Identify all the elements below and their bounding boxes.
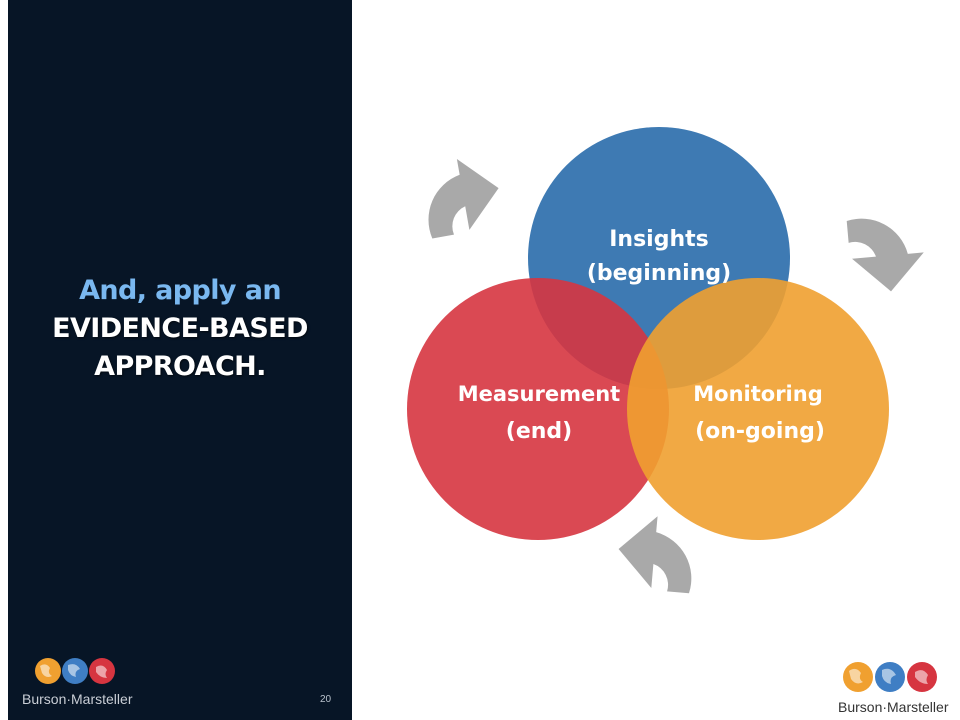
globes-icon <box>843 662 937 692</box>
cycle-arrow-right <box>846 213 927 295</box>
logo-right: Burson·Marsteller <box>838 660 948 715</box>
label-insights-sub: (beginning) <box>587 261 731 286</box>
label-monitoring-title: Monitoring <box>693 382 822 406</box>
left-panel <box>0 0 352 720</box>
page-number: 20 <box>320 694 332 705</box>
circle-monitoring <box>627 278 889 540</box>
label-measurement-sub: (end) <box>506 419 572 444</box>
globes-icon <box>35 658 115 684</box>
logo-left: Burson·Marsteller <box>22 656 132 707</box>
label-measurement-title: Measurement <box>458 382 620 406</box>
headline-line-1: And, apply an <box>79 275 281 306</box>
logo-text-right: Burson·Marsteller <box>838 699 949 715</box>
cycle-arrow-bottom <box>615 513 697 594</box>
label-insights-title: Insights <box>609 227 709 252</box>
label-monitoring-sub: (on-going) <box>695 419 825 444</box>
circle-measurement <box>407 278 669 540</box>
cycle-arrow-top-left <box>418 152 506 239</box>
headline-line-2: EVIDENCE-BASED <box>52 313 308 344</box>
left-edge <box>0 0 8 720</box>
headline: And, apply an EVIDENCE-BASED APPROACH. <box>8 272 352 386</box>
headline-line-3: APPROACH. <box>94 351 266 382</box>
logo-text: Burson·Marsteller <box>22 691 133 707</box>
